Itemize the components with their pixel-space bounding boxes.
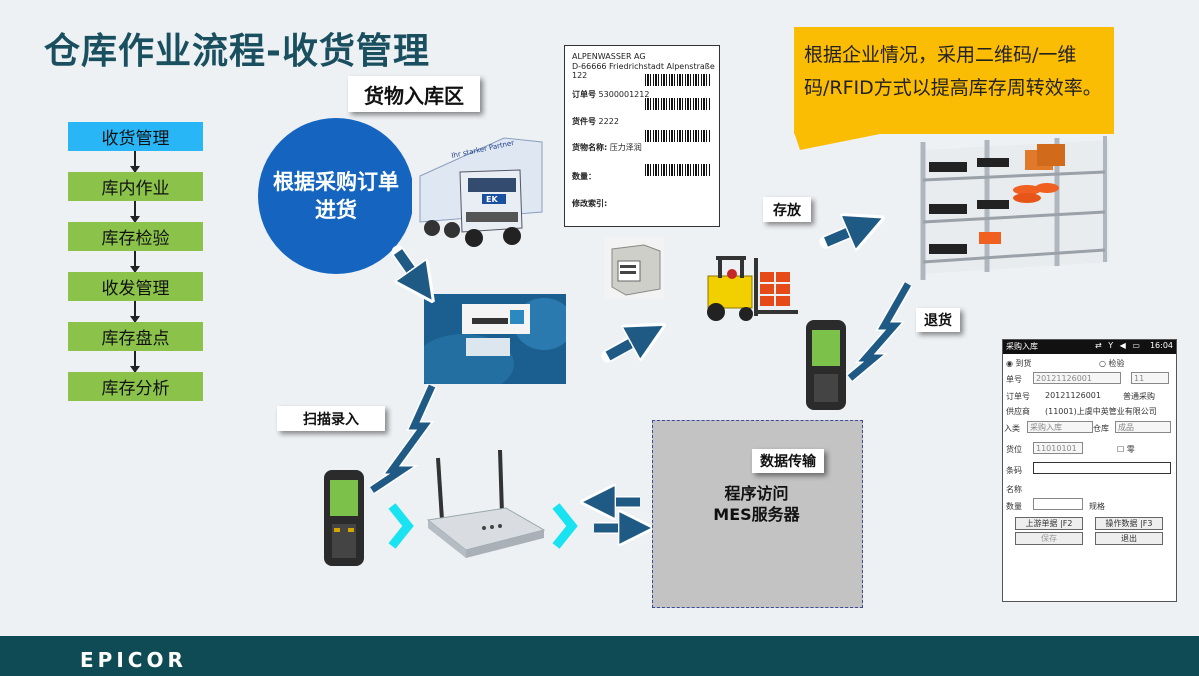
pda-radio-arrival[interactable]: ◉ 到货 (1006, 359, 1032, 368)
pda-location-field[interactable]: 11010101 (1033, 442, 1083, 454)
pda-zero-label: 零 (1126, 445, 1135, 454)
flow-arrow (130, 301, 140, 323)
label-item-key: 货件号 (572, 117, 596, 126)
mes-server-text: 程序访问 MES服务器 (652, 484, 861, 526)
pda-qty-field[interactable] (1033, 498, 1083, 510)
label-item-value: 2222 (598, 117, 619, 126)
data-transfer-label: 数据传输 (752, 449, 824, 473)
flow-step-dispatch[interactable]: 收发管理 (68, 272, 203, 301)
handheld-scanner-image (324, 470, 364, 566)
circle-line-1: 根据采购订单 (273, 169, 399, 194)
pda-docno-label: 单号 (1006, 375, 1022, 384)
epicor-logo: EPICOR (80, 648, 187, 672)
page-title: 仓库作业流程-收货管理 (44, 31, 430, 72)
pda-zero-checkbox[interactable]: ☐ 零 (1117, 445, 1135, 454)
pda-barcode-label: 条码 (1006, 466, 1022, 475)
label-address-no: 122 (572, 71, 588, 80)
pda-intype-select[interactable]: 采购入库 (1027, 421, 1093, 433)
callout-tail (794, 132, 890, 150)
circle-line-2: 进货 (315, 198, 357, 222)
pda-warehouse-select[interactable]: 成品 (1115, 421, 1171, 433)
truck-brand-text: EK (486, 195, 498, 204)
server-line-2: MES服务器 (713, 504, 800, 524)
label-printer-image (604, 237, 664, 299)
pda-status-icons: ⇄ Y ◀ ▭ (1095, 341, 1142, 350)
pda-warehouse-label: 仓库 (1093, 424, 1109, 433)
scan-entry-label: 扫描录入 (277, 406, 385, 431)
handheld-scanner-image (806, 320, 846, 410)
purchase-order-circle: 根据采购订单 进货 (258, 118, 414, 274)
pda-operate-button[interactable]: 操作数据 |F3 (1095, 517, 1163, 530)
flow-arrow (130, 201, 140, 223)
pda-radio-inspect-label: 检验 (1108, 359, 1125, 368)
pda-receiving-screen: 采购入库 ⇄ Y ◀ ▭ 16:04 ◉ 到货 ○ 检验 单号 20121126… (1002, 339, 1177, 602)
pda-status-bar: 采购入库 ⇄ Y ◀ ▭ 16:04 (1003, 340, 1176, 354)
pda-intype-label: 入类 (1004, 424, 1020, 433)
pda-spec-label: 规格 (1089, 502, 1105, 511)
callout-note: 根据企业情况，采用二维码/一维码/RFID方式以提高库存周转效率。 (794, 27, 1114, 134)
label-address: D-66666 Friedrichstadt Alpenstraße (572, 62, 715, 71)
pda-title: 采购入库 (1006, 342, 1038, 351)
wireless-router-image (426, 450, 546, 558)
putaway-label: 存放 (763, 197, 811, 222)
pda-order-label: 订单号 (1006, 392, 1030, 401)
pda-time: 16:04 (1149, 341, 1173, 350)
pda-supplier-label: 供应商 (1006, 407, 1030, 416)
pda-supplier-value: (11001)上虞中英管业有限公司 (1045, 407, 1157, 416)
truck-image: Ihr starker Partner EK (412, 130, 547, 248)
label-order-value: 5300001212 (598, 90, 650, 99)
flow-step-stocktake[interactable]: 库存盘点 (68, 322, 203, 351)
flow-step-analysis[interactable]: 库存分析 (68, 372, 203, 401)
flow-arrow (130, 351, 140, 373)
shipping-label: ALPENWASSER AG D-66666 Friedrichstadt Al… (564, 45, 720, 227)
pda-name-label: 名称 (1006, 485, 1022, 494)
forklift-image (707, 256, 798, 321)
pda-order-type: 普通采购 (1123, 392, 1155, 401)
pda-save-button[interactable]: 保存 (1015, 532, 1083, 545)
pda-docno-extra-field[interactable]: 11 (1131, 372, 1169, 384)
pda-barcode-field[interactable] (1033, 462, 1171, 474)
pda-qty-label: 数量 (1006, 502, 1022, 511)
pda-radio-arrival-label: 到货 (1015, 359, 1032, 368)
pda-order-value: 20121126001 (1045, 391, 1101, 400)
area-label: 货物入库区 (348, 76, 480, 112)
pda-exit-button[interactable]: 退出 (1095, 532, 1163, 545)
flow-step-receiving[interactable]: 收货管理 (68, 122, 203, 151)
label-qty-key: 数量： (572, 172, 596, 181)
label-rev-key: 修改索引: (572, 199, 608, 208)
scanned-item-image (424, 294, 566, 384)
label-company: ALPENWASSER AG (572, 52, 646, 61)
label-name-value: 压力泽润 (609, 143, 642, 152)
flow-arrow (130, 251, 140, 273)
footer-bar (0, 636, 1199, 676)
return-label: 退货 (916, 308, 960, 332)
flow-arrow (130, 151, 140, 173)
pda-radio-inspect[interactable]: ○ 检验 (1099, 359, 1125, 368)
label-order-key: 订单号 (572, 90, 596, 99)
server-line-1: 程序访问 (724, 484, 789, 503)
pda-upstream-button[interactable]: 上游单据 |F2 (1015, 517, 1083, 530)
label-name-key: 货物名称: (572, 143, 608, 152)
flow-step-in-warehouse[interactable]: 库内作业 (68, 172, 203, 201)
pda-docno-field[interactable]: 20121126001 (1033, 372, 1121, 384)
pda-location-label: 货位 (1006, 445, 1022, 454)
flow-step-inspection[interactable]: 库存检验 (68, 222, 203, 251)
shelf-image (920, 136, 1109, 280)
